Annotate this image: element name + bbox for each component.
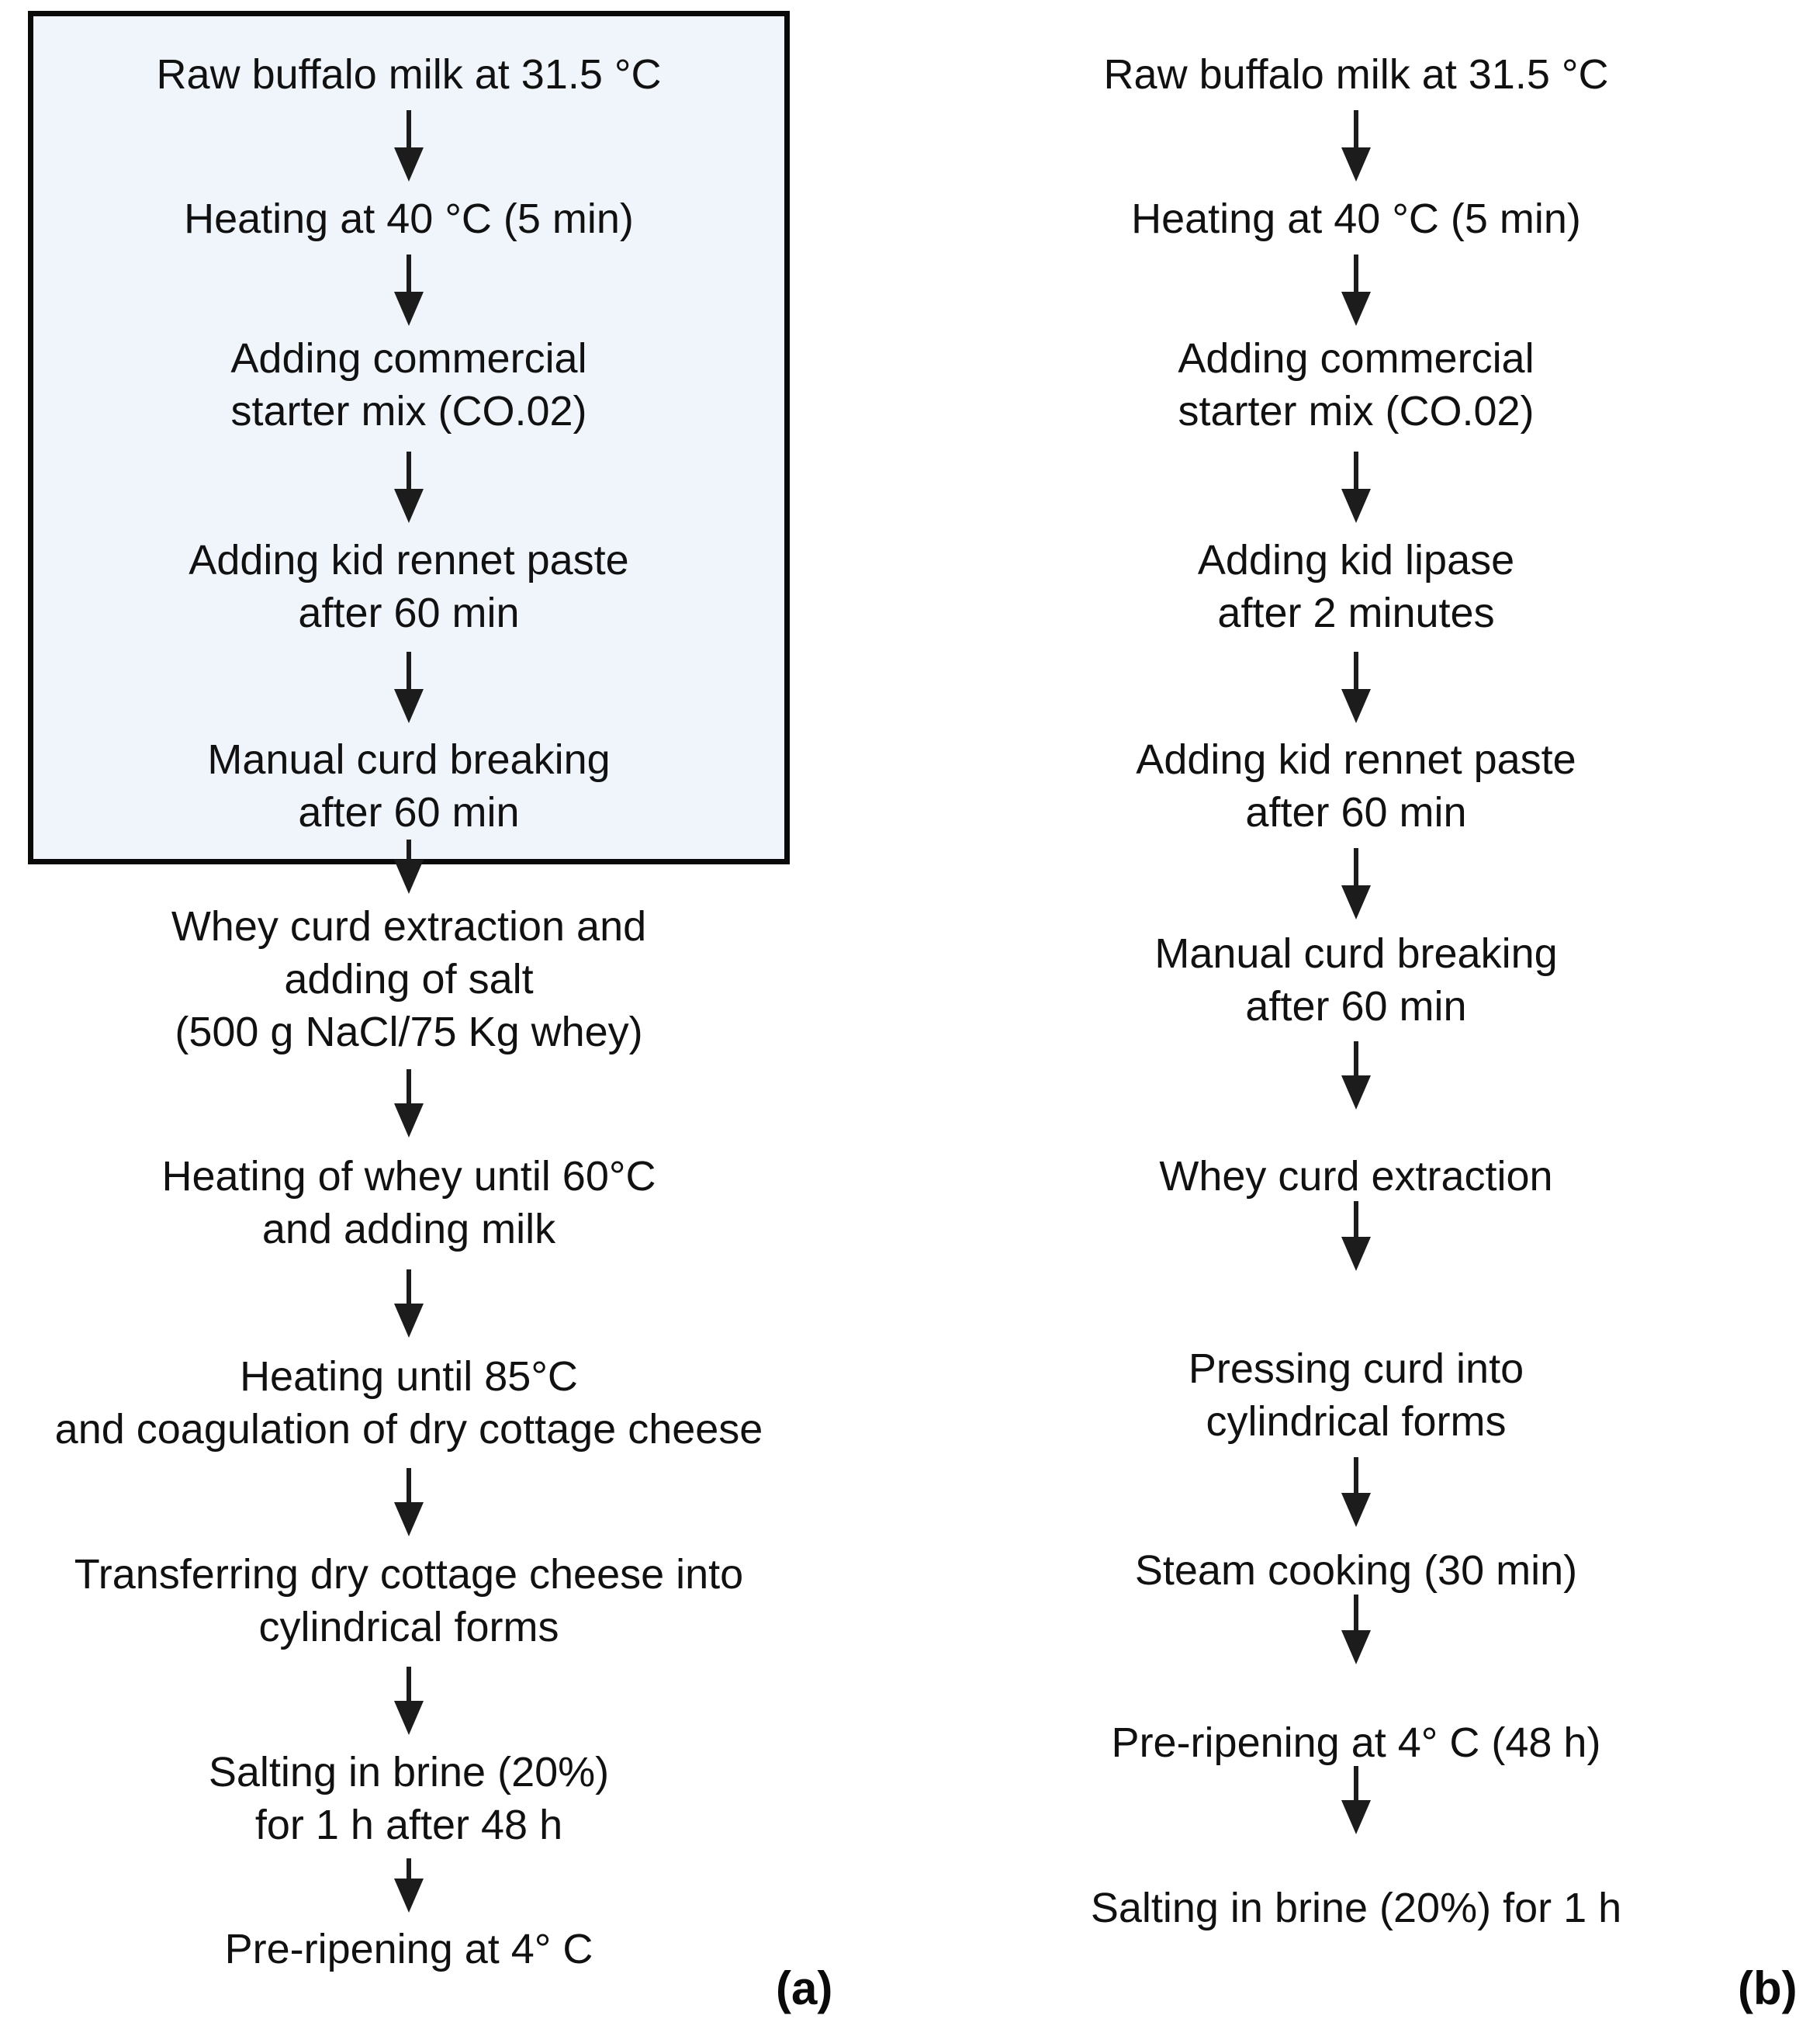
flow-b-step-10: Pre-ripening at 4° C (48 h) [1111, 1719, 1601, 1766]
flow-a-step-9: Transferring dry cottage cheese into cyl… [74, 1551, 744, 1650]
down-arrow [394, 1269, 424, 1338]
flow-b-step-11: Salting in brine (20%) for 1 h [1090, 1885, 1622, 1931]
flow-b-step-8: Pressing curd into cylindrical forms [1188, 1345, 1524, 1445]
down-arrow [1341, 1595, 1371, 1664]
down-arrow [1341, 110, 1371, 182]
down-arrow [1341, 848, 1371, 919]
down-arrow [394, 840, 424, 894]
down-arrow [394, 110, 424, 182]
down-arrow [394, 255, 424, 326]
flow-a-step-2: Heating at 40 °C (5 min) [184, 196, 634, 242]
down-arrow [1341, 1457, 1371, 1527]
flow-a-step-4: Adding kid rennet paste after 60 min [189, 537, 629, 636]
flow-b-step-7: Whey curd extraction [1159, 1153, 1553, 1200]
flow-a-step-10: Salting in brine (20%) for 1 h after 48 … [208, 1749, 610, 1848]
flow-a-step-6: Whey curd extraction and adding of salt … [171, 903, 647, 1055]
flow-b-step-5: Adding kid rennet paste after 60 min [1136, 736, 1576, 836]
flow-a-step-7: Heating of whey until 60°C and adding mi… [161, 1153, 656, 1252]
flow-b-step-9: Steam cooking (30 min) [1134, 1547, 1578, 1594]
down-arrow [1341, 1041, 1371, 1110]
flow-b-step-6: Manual curd breaking after 60 min [1154, 930, 1558, 1030]
subfigure-label-b: (b) [1738, 1962, 1798, 2014]
flow-a-step-1: Raw buffalo milk at 31.5 °C [156, 51, 662, 98]
down-arrow [394, 1468, 424, 1536]
flow-b-step-1: Raw buffalo milk at 31.5 °C [1103, 51, 1609, 98]
down-arrow [394, 652, 424, 723]
down-arrow [1341, 1766, 1371, 1834]
down-arrow [394, 1069, 424, 1138]
flow-b-step-2: Heating at 40 °C (5 min) [1131, 196, 1581, 242]
down-arrow [1341, 1201, 1371, 1271]
flow-b-step-4: Adding kid lipase after 2 minutes [1197, 537, 1515, 636]
flow-a-step-11: Pre-ripening at 4° C [224, 1926, 593, 1972]
down-arrow [1341, 652, 1371, 723]
flow-a-step-5: Manual curd breaking after 60 min [207, 736, 611, 836]
down-arrow [394, 1667, 424, 1735]
flow-a-step-3: Adding commercial starter mix (CO.02) [230, 335, 587, 435]
flow-a-step-8: Heating until 85°C and coagulation of dr… [54, 1353, 763, 1453]
flow-b-step-3: Adding commercial starter mix (CO.02) [1178, 335, 1535, 435]
down-arrow [1341, 452, 1371, 523]
down-arrow [394, 1858, 424, 1913]
subfigure-label-a: (a) [776, 1962, 833, 2014]
down-arrow [1341, 255, 1371, 326]
down-arrow [394, 452, 424, 523]
